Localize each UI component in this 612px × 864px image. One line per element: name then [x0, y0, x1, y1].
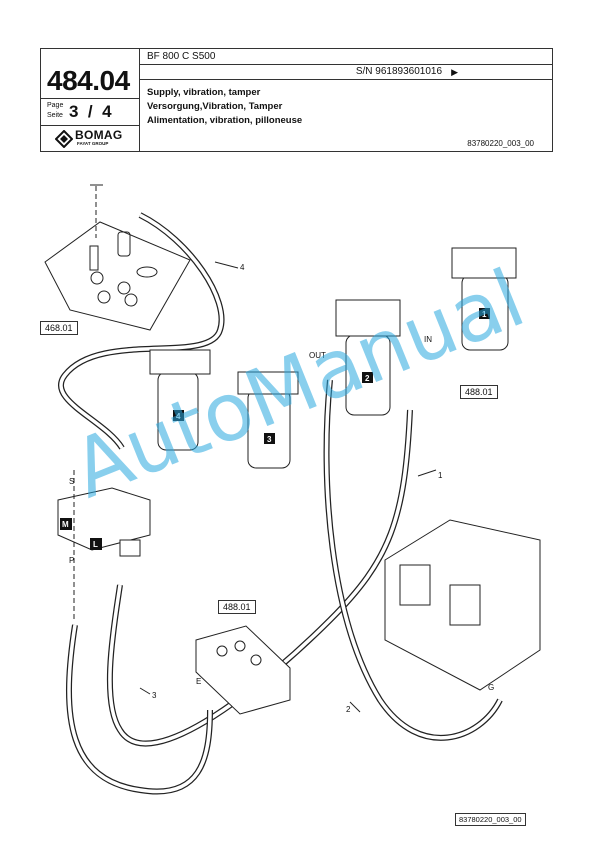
- serial-number: S/N 961893601016: [355, 66, 442, 77]
- port-label-s: S: [69, 477, 74, 486]
- valve-box-m: [60, 518, 72, 530]
- filter-box-2: [362, 372, 373, 383]
- valve-box-l: [90, 538, 102, 550]
- arrow-right-icon: ▶: [451, 67, 458, 77]
- filter-box-3: [264, 433, 275, 444]
- doc-number: 83780220_003_00: [467, 139, 534, 148]
- ref-488-01-top[interactable]: 488.01: [460, 385, 498, 399]
- ref-488-01-bottom[interactable]: 488.01: [218, 600, 256, 614]
- page-separator: /: [83, 102, 98, 121]
- filter-box-4: [173, 410, 184, 421]
- port-label-g: G: [488, 683, 494, 692]
- filter-label-4: 4: [176, 412, 181, 421]
- port-label-in: IN: [424, 335, 432, 344]
- filter-label-2: 2: [365, 374, 370, 383]
- page-total: 4: [102, 102, 112, 121]
- divider: [41, 125, 139, 126]
- callout-2: 2: [346, 705, 351, 714]
- callout-3: 3: [152, 691, 157, 700]
- callout-4: 4: [240, 263, 245, 272]
- logo-subtext: FAYAT GROUP: [77, 141, 109, 146]
- model-name: BF 800 C S500: [147, 51, 216, 62]
- valve-label-l: L: [93, 540, 98, 549]
- port-label-p: P: [69, 556, 74, 565]
- divider: [41, 98, 139, 99]
- port-label-e: E: [196, 677, 201, 686]
- logo-text: BOMAG: [75, 128, 123, 142]
- ref-468-01[interactable]: 468.01: [40, 321, 78, 335]
- divider: [139, 49, 140, 151]
- diamond-logo-icon: [55, 130, 73, 148]
- page-label-de: Seite: [47, 112, 63, 119]
- bomag-logo: BOMAG FAYAT GROUP: [55, 128, 135, 150]
- filter-box-1: [479, 308, 490, 319]
- divider: [139, 79, 552, 80]
- footer-doc-number: 83780220_003_00: [455, 813, 526, 826]
- callout-1: 1: [438, 471, 443, 480]
- title-fr: Alimentation, vibration, pilloneuse: [147, 115, 303, 126]
- tank-cover: [44, 221, 191, 331]
- page-label: Page Seite: [47, 101, 63, 121]
- page-current: 3: [69, 102, 79, 121]
- title-en: Supply, vibration, tamper: [147, 87, 261, 98]
- page-label-en: Page: [47, 102, 64, 109]
- page-number: 484.04: [47, 65, 130, 96]
- divider: [139, 64, 552, 65]
- page-index: 3 / 4: [69, 102, 112, 122]
- port-label-out: OUT: [309, 351, 326, 360]
- title-de: Versorgung,Vibration, Tamper: [147, 101, 283, 112]
- filter-label-1: 1: [482, 310, 487, 319]
- valve-label-m: M: [62, 520, 69, 529]
- title-block: BF 800 C S500 S/N 961893601016 ▶ 484.04 …: [40, 48, 553, 152]
- filter-label-3: 3: [267, 435, 272, 444]
